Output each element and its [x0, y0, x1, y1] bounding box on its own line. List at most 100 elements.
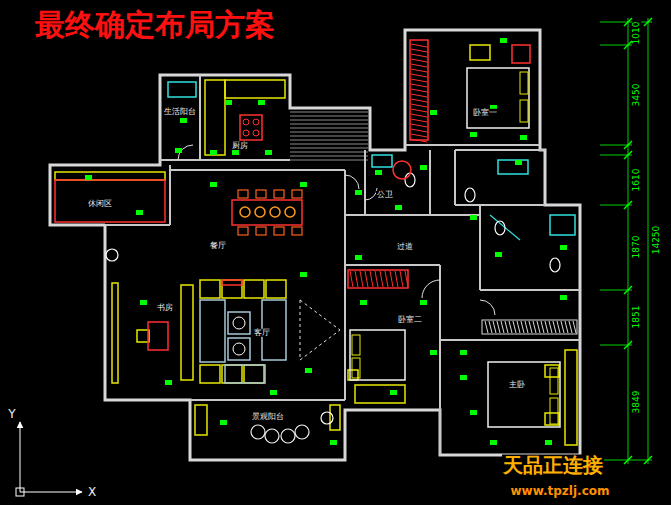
furniture — [470, 45, 490, 60]
switch-mark — [490, 440, 497, 445]
wardrobe-hatch — [380, 271, 383, 287]
switch-mark — [265, 150, 272, 155]
inner-wall — [439, 265, 441, 455]
washer — [321, 412, 333, 424]
sink — [168, 82, 196, 97]
x-axis — [20, 492, 82, 493]
wardrobe-hatch — [411, 54, 427, 57]
red-furniture — [240, 115, 262, 140]
inner-wall — [160, 159, 290, 161]
switch-mark — [355, 255, 362, 260]
switch-mark — [165, 380, 172, 385]
wardrobe-hatch — [521, 321, 524, 333]
inner-wall — [344, 170, 346, 400]
title: 最终确定布局方案 — [35, 8, 275, 41]
wardrobe-hatch — [411, 99, 427, 102]
bed — [350, 330, 405, 380]
dimension-tick — [644, 456, 652, 464]
dimension: 1870 — [632, 235, 641, 260]
inner-wall — [440, 339, 580, 341]
switch-mark — [360, 300, 367, 305]
outer-wall — [50, 30, 580, 460]
wardrobe-hatch — [360, 271, 363, 287]
axis-label: X — [87, 486, 97, 499]
dining-chair — [255, 207, 265, 217]
wardrobe-hatch — [513, 321, 516, 333]
furniture — [330, 405, 340, 430]
switch-mark — [460, 375, 467, 380]
wardrobe-hatch — [411, 114, 427, 117]
wardrobe-hatch — [411, 69, 427, 72]
wardrobe-hatch — [390, 271, 393, 287]
room-name: 书房 — [156, 304, 174, 312]
coffee-table-pattern — [233, 343, 245, 355]
dimension-tick — [624, 141, 632, 149]
furniture — [222, 280, 242, 298]
balcony-chair — [281, 429, 295, 443]
dimension: 1010 — [632, 21, 641, 46]
ceiling-line — [300, 330, 340, 360]
room-name: 景观阳台 — [251, 413, 285, 421]
wardrobe-hatch — [411, 89, 427, 92]
wardrobe-hatch — [529, 321, 532, 333]
pillow — [352, 335, 360, 355]
switch-mark — [85, 175, 92, 180]
wardrobe-hatch — [411, 44, 427, 47]
dimension-tick — [624, 286, 632, 294]
inner-wall — [199, 75, 201, 160]
balcony-hatch — [290, 128, 368, 129]
furniture — [55, 172, 165, 180]
coffee-table-pattern — [233, 317, 245, 329]
wardrobe-hatch — [350, 271, 353, 287]
furniture — [225, 80, 285, 98]
switch-mark — [420, 165, 427, 170]
room-name: 生活阳台 — [163, 108, 197, 116]
wardrobe-hatch — [553, 321, 556, 333]
bed — [467, 68, 529, 128]
inner-wall — [170, 169, 345, 171]
wardrobe-hatch — [485, 321, 488, 333]
room-name: 客厅 — [253, 329, 271, 337]
wardrobe-hatch — [561, 321, 564, 333]
inner-wall — [480, 289, 580, 291]
plan-drawing — [16, 18, 652, 496]
wardrobe-hatch — [411, 79, 427, 82]
inner-wall — [455, 149, 545, 151]
switch-mark — [560, 245, 567, 250]
pillow — [550, 368, 558, 394]
switch-mark — [225, 100, 232, 105]
inner-wall — [169, 165, 171, 225]
sink — [372, 155, 392, 167]
wardrobe-hatch — [541, 321, 544, 333]
room-name: 休闲区 — [87, 200, 113, 208]
inner-wall — [429, 150, 431, 215]
wardrobe-hatch — [573, 321, 576, 333]
dimension-tick — [624, 41, 632, 49]
balcony-hatch — [290, 112, 368, 113]
switch-mark — [270, 390, 277, 395]
room-name: 卧室二 — [397, 316, 423, 324]
furniture — [545, 365, 559, 377]
wardrobe-hatch — [497, 321, 500, 333]
dining-chair — [274, 227, 284, 235]
balcony-hatch — [290, 136, 368, 137]
wardrobe-hatch — [411, 124, 427, 127]
dining-chair — [256, 227, 266, 235]
switch-mark — [520, 135, 527, 140]
bed — [488, 362, 560, 427]
dimension-tick — [624, 201, 632, 209]
watermark-url: www.tpzlj.com — [509, 485, 610, 498]
red-furniture — [55, 180, 165, 222]
wardrobe-hatch — [411, 74, 427, 77]
balcony-hatch — [290, 120, 368, 121]
pillow — [520, 72, 528, 94]
room-name: 厨房 — [231, 142, 249, 150]
furniture — [205, 80, 225, 155]
wardrobe-hatch — [565, 321, 568, 333]
dimension-line — [628, 18, 629, 464]
balcony-hatch — [290, 132, 368, 133]
switch-mark — [330, 440, 337, 445]
furniture — [112, 283, 118, 383]
